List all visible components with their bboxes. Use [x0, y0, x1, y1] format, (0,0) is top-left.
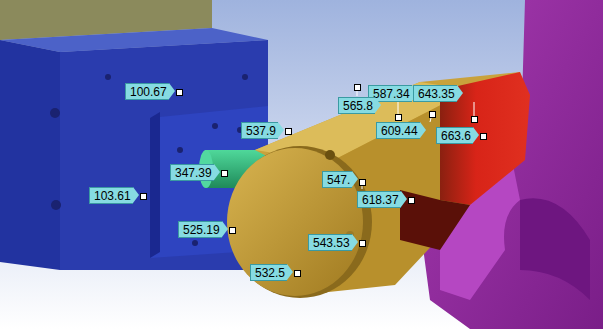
probe-marker — [176, 89, 183, 96]
callout-number: 532.5 — [250, 264, 287, 281]
callout-pointer — [169, 83, 175, 99]
probe-marker — [359, 240, 366, 247]
probe-marker — [294, 270, 301, 277]
callout-number: 663.6 — [436, 127, 473, 144]
callout-number: 643.35 — [413, 85, 457, 102]
callout-number: 525.19 — [178, 221, 222, 238]
callout-number: 543.53 — [308, 234, 352, 251]
callout-number: 547. — [322, 171, 352, 188]
callout-number: 618.37 — [357, 191, 401, 208]
callout-pointer — [222, 221, 228, 237]
callout-number: 609.44 — [376, 122, 420, 139]
probe-marker — [354, 84, 361, 91]
probe-marker — [408, 197, 415, 204]
callout-number: 565.8 — [338, 97, 375, 114]
callout-pointer — [214, 164, 220, 180]
callout-number: 537.9 — [241, 122, 278, 139]
callout-pointer — [473, 127, 479, 143]
probe-marker — [285, 128, 292, 135]
probe-marker — [471, 116, 478, 123]
probe-marker — [480, 133, 487, 140]
callout-pointer — [457, 85, 463, 101]
probe-marker — [359, 179, 366, 186]
callout-pointer — [375, 97, 381, 113]
callout-number: 103.61 — [89, 187, 133, 204]
probe-marker — [429, 111, 436, 118]
probe-marker — [395, 114, 402, 121]
callout-pointer — [287, 264, 293, 280]
callout-pointer — [401, 191, 407, 207]
callout-pointer — [278, 122, 284, 138]
callout-number: 100.67 — [125, 83, 169, 100]
callout-pointer — [352, 234, 358, 250]
probe-marker — [221, 170, 228, 177]
probe-marker — [140, 193, 147, 200]
callout-number: 347.39 — [170, 164, 214, 181]
callout-pointer — [352, 171, 358, 187]
callout-pointer — [133, 187, 139, 203]
probe-marker — [229, 227, 236, 234]
callout-pointer — [420, 122, 426, 138]
